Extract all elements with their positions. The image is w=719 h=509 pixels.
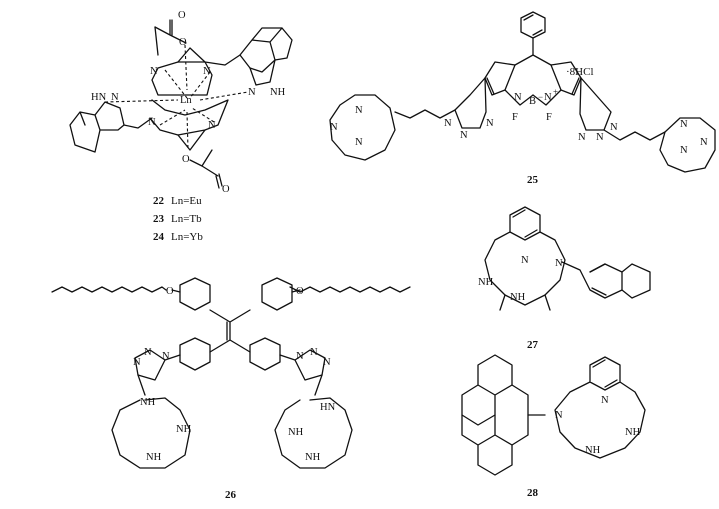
atom-o-bottom-carbonyl: O <box>222 184 230 195</box>
atom-n-cyclen-left-3: N <box>330 122 338 133</box>
atom-n-triazole-left-1: N <box>460 130 468 141</box>
atom-b: B <box>529 96 536 107</box>
compound-26-structure: O O N N N N N N NH NH NH NH HN NH <box>51 277 411 469</box>
atom-n-27-3: N <box>555 258 563 269</box>
atom-o-bottom: O <box>182 154 190 165</box>
atom-o-top: O <box>179 37 187 48</box>
atom-n-cyclen-right-3: N <box>700 137 708 148</box>
atom-nh-cyclen26-left-1: NH <box>140 397 156 408</box>
atom-n-pyridine-28: N <box>601 395 609 406</box>
atom-nh-cyclen26-left-3: NH <box>146 452 162 463</box>
atom-nh-27-2: NH <box>510 292 526 303</box>
compound-22-caption: Ln=Eu <box>171 195 202 207</box>
atom-nh-right: NH <box>270 87 286 98</box>
atom-o-right: O <box>296 286 304 297</box>
atom-n-cyclen-right-2: N <box>680 145 688 156</box>
atom-nh-28-2: NH <box>625 427 641 438</box>
atom-n-cyclen-left-2: N <box>355 137 363 148</box>
compound-22-24-structure: O O N N N N Ln HN N N NH O O <box>69 10 293 195</box>
compound-25-structure: N N B F F − + N N N N N N N N N N N N <box>329 11 716 173</box>
compound-26-number: 26 <box>225 489 237 501</box>
atom-nh-cyclen26-left-2: NH <box>176 424 192 435</box>
compound-24-caption: Ln=Yb <box>171 231 203 243</box>
atom-n-right: N <box>248 87 256 98</box>
atom-nh-28-3: NH <box>585 445 601 456</box>
compound-27-number: 27 <box>527 339 539 351</box>
atom-n-cyclen-right-1: N <box>680 119 688 130</box>
atom-nh-27-1: NH <box>478 277 494 288</box>
atom-n-triazole26-left-1: N <box>144 347 152 358</box>
atom-n-cyclen-left-1: N <box>355 105 363 116</box>
compound-25-salt: ·8HCl <box>566 66 594 78</box>
atom-n-triazole-right-2: N <box>596 132 604 143</box>
atom-n-triazole26-right-2: N <box>310 347 318 358</box>
atom-n-triazole-right-1: N <box>578 132 586 143</box>
atom-ln: Ln <box>180 95 192 106</box>
compound-23-number: 23 <box>153 213 165 225</box>
atom-n-left: N <box>111 92 119 103</box>
compound-23-caption: Ln=Tb <box>171 213 202 225</box>
atom-n-pyridine-27: N <box>521 255 529 266</box>
compound-28-structure: N N NH NH <box>461 354 646 476</box>
atom-n-triazole26-left-3: N <box>133 357 141 368</box>
atom-n-triazole26-left-2: N <box>162 351 170 362</box>
atom-n-bodipy-left: N <box>514 92 522 103</box>
compound-28-number: 28 <box>527 487 539 499</box>
atom-hn-left: HN <box>91 92 107 103</box>
nitrogen-charge: + <box>553 87 558 97</box>
atom-n-bodipy-right: N <box>544 92 552 103</box>
compound-24-number: 24 <box>153 231 165 243</box>
atom-f-left: F <box>512 112 518 123</box>
atom-n-triazole26-right-3: N <box>323 357 331 368</box>
compound-25-number: 25 <box>527 174 539 186</box>
atom-n-triazole26-right-1: N <box>296 351 304 362</box>
atom-o-left: O <box>166 286 174 297</box>
atom-n-triazole-right-3: N <box>610 122 618 133</box>
atom-o-top-carbonyl: O <box>178 10 186 21</box>
atom-n-2: N <box>203 66 211 77</box>
atom-n-triazole-left-2: N <box>444 118 452 129</box>
boron-charge: − <box>538 92 543 102</box>
atom-nh-cyclen26-right-3: NH <box>305 452 321 463</box>
atom-hn-cyclen26-right-2: HN <box>320 402 336 413</box>
atom-nh-cyclen26-right-1: NH <box>288 427 304 438</box>
atom-f-right: F <box>546 112 552 123</box>
compound-27-structure: N NH NH N <box>478 206 651 311</box>
atom-n-28-1: N <box>555 410 563 421</box>
atom-n-3: N <box>148 117 156 128</box>
atom-n-triazole-left-3: N <box>486 118 494 129</box>
compound-22-number: 22 <box>153 195 165 207</box>
atom-n-4: N <box>208 120 216 131</box>
atom-n-1: N <box>150 66 158 77</box>
